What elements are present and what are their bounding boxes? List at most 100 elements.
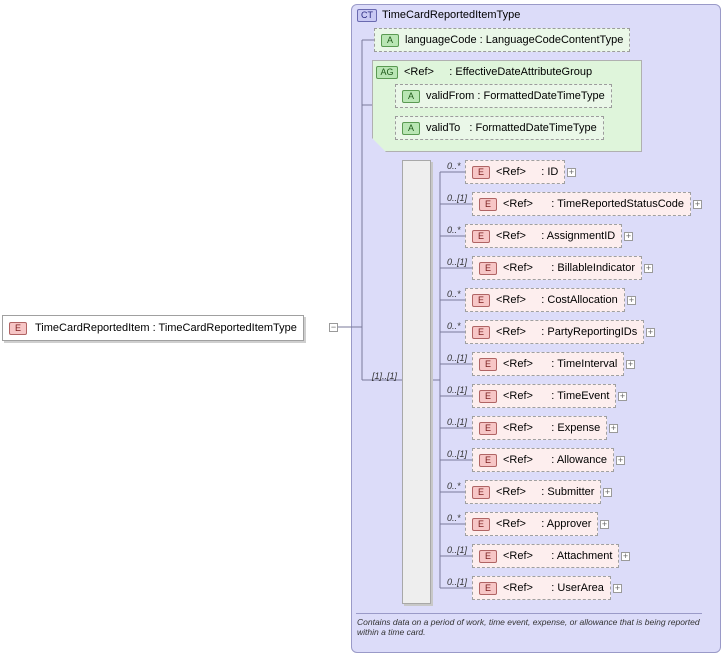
element-ref[interactable]: E<Ref> : AssignmentID	[465, 224, 623, 248]
element-badge: E	[479, 357, 497, 371]
element-occurrence: 0..*	[447, 289, 461, 299]
element-ref-label: <Ref>	[496, 326, 526, 338]
expand-icon[interactable]: +	[624, 231, 633, 241]
element-occurrence: 0..[1]	[447, 545, 468, 555]
attribute-type: LanguageCodeContentType	[485, 34, 624, 46]
collapse-icon[interactable]: −	[329, 322, 338, 332]
element-occurrence: 0..[1]	[447, 385, 468, 395]
attribute-badge: A	[402, 89, 420, 103]
element-occurrence: 0..*	[447, 161, 461, 171]
element-ref[interactable]: E<Ref> : Allowance	[472, 448, 614, 472]
expand-icon[interactable]: +	[621, 551, 630, 561]
element-occurrence: 0..[1]	[447, 449, 468, 459]
element-badge: E	[472, 165, 490, 179]
attribute-name: languageCode	[405, 34, 477, 46]
element-badge: E	[472, 229, 490, 243]
element-ref[interactable]: E<Ref> : UserArea	[472, 576, 611, 600]
element-ref-label: <Ref>	[503, 582, 533, 594]
element-occurrence: 0..*	[447, 481, 461, 491]
root-element-badge: E	[9, 321, 27, 335]
element-type: UserArea	[557, 582, 604, 594]
complex-type-documentation: Contains data on a period of work, time …	[357, 617, 700, 637]
expand-icon[interactable]: +	[567, 167, 576, 177]
element-badge: E	[479, 549, 497, 563]
attribute-type: FormattedDateTimeType	[475, 122, 597, 134]
expand-icon[interactable]: +	[646, 327, 655, 337]
documentation-divider	[356, 613, 702, 614]
element-ref-label: <Ref>	[503, 390, 533, 402]
element-badge: E	[472, 325, 490, 339]
element-type: AssignmentID	[546, 230, 616, 242]
attribute-name: validTo	[426, 122, 461, 134]
expand-icon[interactable]: +	[600, 519, 609, 529]
element-occurrence: 0..*	[447, 321, 461, 331]
sequence-compositor[interactable]	[402, 160, 431, 604]
attribute-badge: A	[402, 121, 420, 135]
element-type: TimeReportedStatusCode	[557, 198, 685, 210]
element-ref[interactable]: E<Ref> : BillableIndicator	[472, 256, 643, 280]
root-element-type: TimeCardReportedItemType	[158, 322, 297, 334]
attribute-group-badge: AG	[376, 65, 398, 79]
element-occurrence: 0..*	[447, 513, 461, 523]
attribute-group-title: AG<Ref> : EffectiveDateAttributeGroup	[376, 64, 592, 80]
expand-icon[interactable]: +	[603, 487, 612, 497]
complex-type-badge: CT	[357, 8, 377, 22]
element-badge: E	[479, 421, 497, 435]
element-ref[interactable]: E<Ref> : Approver	[465, 512, 599, 536]
complex-type-name: TimeCardReportedItemType	[382, 9, 521, 21]
attribute-group-name: EffectiveDateAttributeGroup	[455, 66, 593, 78]
attribute-badge: A	[381, 33, 399, 47]
element-ref[interactable]: E<Ref> : Submitter	[465, 480, 602, 504]
attribute-group-ref: <Ref>	[404, 66, 434, 78]
expand-icon[interactable]: +	[609, 423, 618, 433]
expand-icon[interactable]: +	[618, 391, 627, 401]
element-badge: E	[472, 485, 490, 499]
element-type: ID	[547, 166, 559, 178]
expand-icon[interactable]: +	[613, 583, 622, 593]
element-ref[interactable]: E<Ref> : TimeInterval	[472, 352, 625, 376]
element-type: Expense	[557, 422, 601, 434]
element-ref[interactable]: E<Ref> : PartyReportingIDs	[465, 320, 645, 344]
element-type: TimeInterval	[557, 358, 618, 370]
attribute-type: FormattedDateTimeType	[483, 90, 605, 102]
element-ref[interactable]: E<Ref> : TimeEvent	[472, 384, 617, 408]
element-occurrence: 0..[1]	[447, 257, 468, 267]
attribute-name: validFrom	[426, 90, 475, 102]
element-ref[interactable]: E<Ref> : Attachment	[472, 544, 620, 568]
element-badge: E	[479, 453, 497, 467]
element-ref-label: <Ref>	[503, 550, 533, 562]
element-badge: E	[479, 197, 497, 211]
element-ref[interactable]: E<Ref> : Expense	[472, 416, 608, 440]
element-occurrence: 0..[1]	[447, 193, 468, 203]
element-ref-label: <Ref>	[496, 518, 526, 530]
element-ref[interactable]: E<Ref> : ID	[465, 160, 566, 184]
expand-icon[interactable]: +	[627, 295, 636, 305]
element-ref-label: <Ref>	[503, 198, 533, 210]
element-type: Allowance	[556, 454, 607, 466]
element-ref-label: <Ref>	[496, 166, 526, 178]
expand-icon[interactable]: +	[644, 263, 653, 273]
element-ref-label: <Ref>	[496, 294, 526, 306]
element-badge: E	[479, 261, 497, 275]
element-type: Attachment	[556, 550, 613, 562]
expand-icon[interactable]: +	[693, 199, 702, 209]
expand-icon[interactable]: +	[626, 359, 635, 369]
element-ref[interactable]: E<Ref> : CostAllocation	[465, 288, 625, 312]
element-type: Approver	[546, 518, 592, 530]
element-ref-label: <Ref>	[503, 358, 533, 370]
element-occurrence: 0..*	[447, 225, 461, 235]
element-ref[interactable]: E<Ref> : TimeReportedStatusCode	[472, 192, 692, 216]
element-type: TimeEvent	[557, 390, 610, 402]
element-badge: E	[472, 517, 490, 531]
element-occurrence: 0..[1]	[447, 577, 468, 587]
element-ref-label: <Ref>	[496, 230, 526, 242]
element-ref-label: <Ref>	[503, 422, 533, 434]
expand-icon[interactable]: +	[616, 455, 625, 465]
element-badge: E	[479, 581, 497, 595]
root-element-name: TimeCardReportedItem	[35, 322, 150, 334]
element-badge: E	[479, 389, 497, 403]
